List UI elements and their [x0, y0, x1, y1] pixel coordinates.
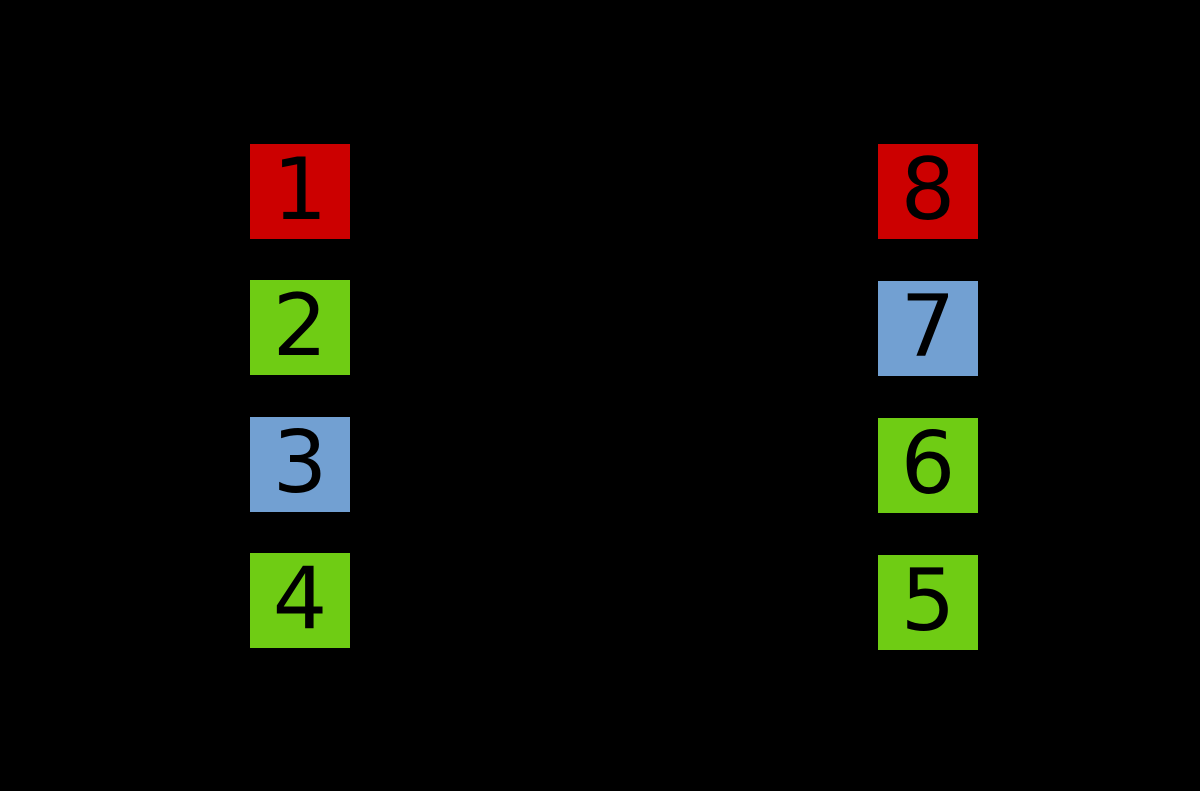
- node-label-4: 4: [272, 548, 328, 649]
- node-label-6: 6: [900, 413, 956, 514]
- node-square-5[interactable]: 5: [878, 555, 978, 650]
- node-label-1: 1: [272, 139, 328, 240]
- node-square-2[interactable]: 2: [250, 280, 350, 375]
- node-square-1[interactable]: 1: [250, 144, 350, 239]
- node-label-5: 5: [900, 550, 956, 651]
- node-label-7: 7: [900, 276, 956, 377]
- node-label-2: 2: [272, 275, 328, 376]
- node-square-4[interactable]: 4: [250, 553, 350, 648]
- node-label-3: 3: [272, 412, 328, 513]
- node-square-7[interactable]: 7: [878, 281, 978, 376]
- node-square-6[interactable]: 6: [878, 418, 978, 513]
- node-label-8: 8: [900, 139, 956, 240]
- node-square-8[interactable]: 8: [878, 144, 978, 239]
- node-square-3[interactable]: 3: [250, 417, 350, 512]
